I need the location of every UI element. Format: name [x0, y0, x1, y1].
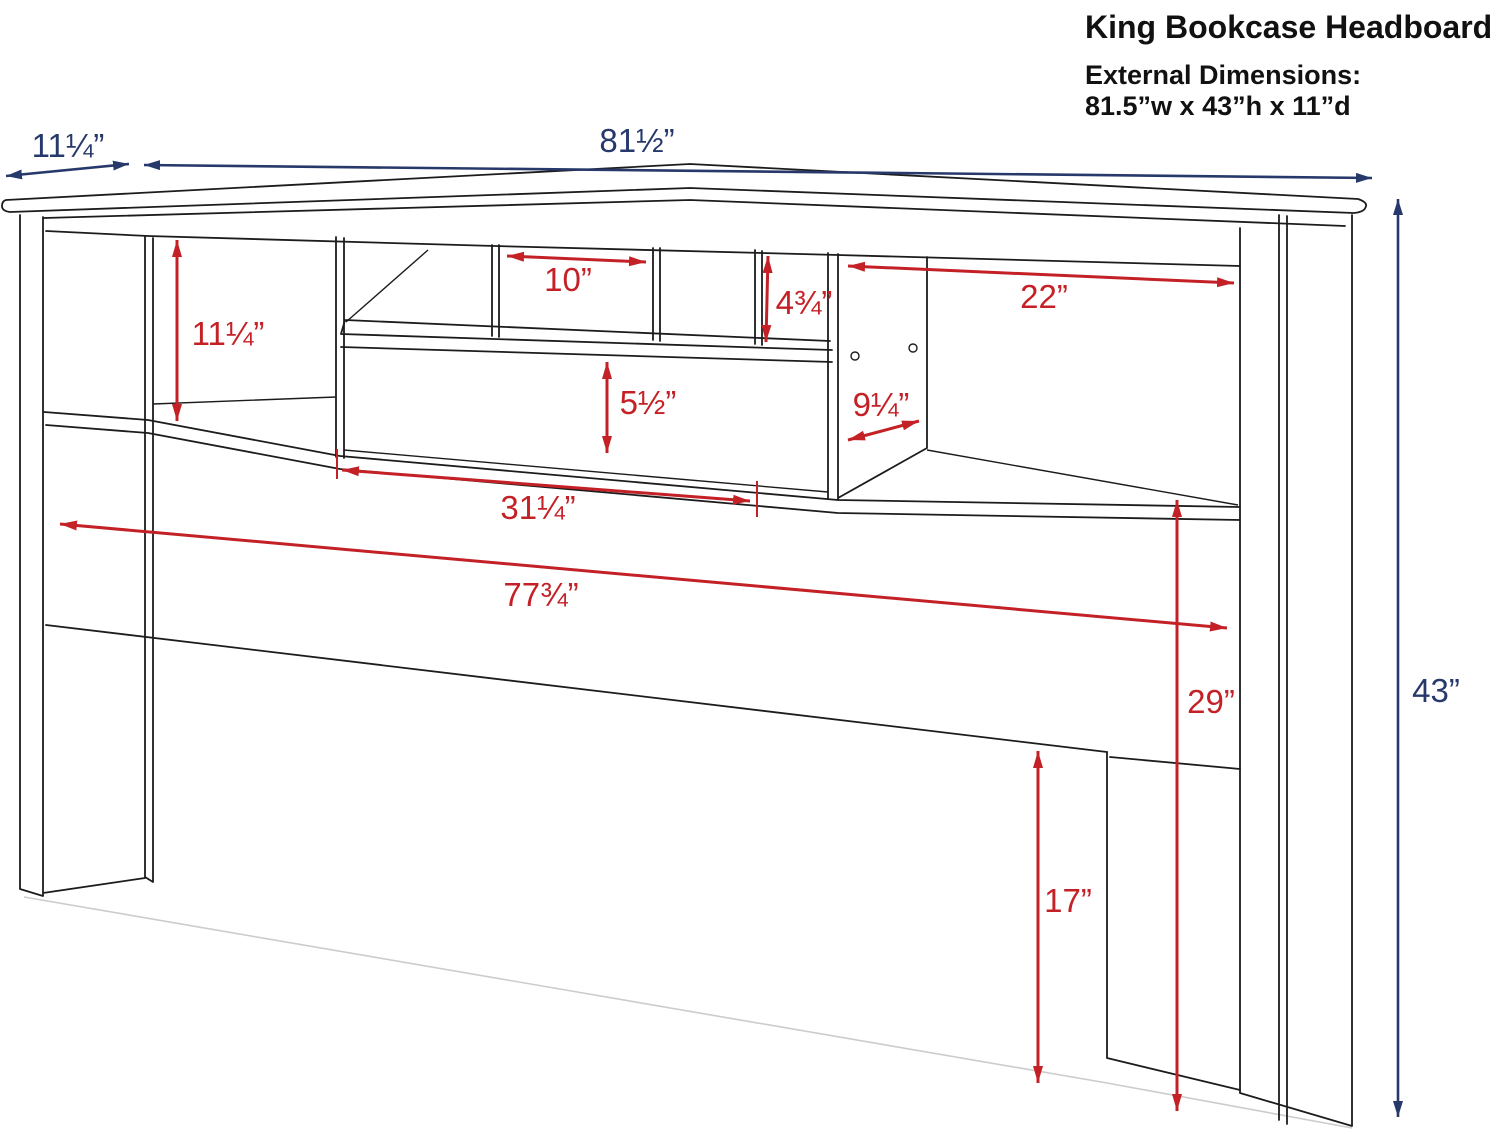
- dim-panel-height: 29”: [1172, 500, 1235, 1111]
- page-title: King Bookcase Headboard: [1085, 9, 1492, 45]
- external-dimensions-heading: External Dimensions:: [1085, 60, 1361, 90]
- dim-small-cubby-width-arrow: [506, 251, 647, 267]
- dim-leg-opening-height-label: 17”: [1044, 882, 1092, 919]
- headboard-panel-bottom-edge: [45, 624, 1241, 770]
- divider-5: [827, 252, 928, 501]
- dim-small-cubby-height-label: 4¾”: [776, 284, 833, 321]
- dim-center-section-width-arrow: [341, 466, 751, 505]
- shelf-pin-holes: [850, 343, 918, 361]
- dim-panel-height-label: 29”: [1187, 683, 1235, 720]
- dim-divider-depth: 9¼”: [847, 386, 920, 442]
- dim-top-depth-label: 11¼”: [32, 127, 105, 164]
- floor-line: [23, 896, 1353, 1129]
- dim-overall-width: 81½”: [143, 122, 1373, 183]
- divider-1: [335, 236, 345, 459]
- dim-right-cubby-width-arrow: [847, 261, 1235, 288]
- dim-inner-width-arrow: [59, 520, 1228, 632]
- divider-3: [652, 247, 661, 342]
- dim-under-shelf-height: 5½”: [602, 362, 677, 453]
- dim-small-cubby-width: 10”: [506, 251, 647, 298]
- mid-shelf: [340, 319, 833, 363]
- dim-left-cubby-height-label: 11¼”: [192, 315, 265, 352]
- dim-under-shelf-height-label: 5½”: [620, 384, 677, 421]
- divider-2: [491, 244, 500, 338]
- dim-center-section-ticks: [336, 449, 758, 517]
- dim-small-cubby-width-label: 10”: [544, 261, 592, 298]
- dim-small-cubby-height: 4¾”: [761, 255, 833, 343]
- dim-inner-width: 77¾”: [59, 520, 1228, 632]
- dim-overall-height-label: 43”: [1412, 672, 1460, 709]
- right-inner-leg: [1106, 751, 1241, 1091]
- right-side-panel: [1239, 214, 1353, 1127]
- dim-overall-height: 43”: [1393, 199, 1460, 1117]
- headboard-drawing: [1, 163, 1367, 1129]
- external-dimensions-value: 81.5”w x 43”h x 11”d: [1085, 91, 1351, 121]
- dim-right-cubby-width: 22”: [847, 261, 1235, 315]
- dim-top-depth: 11¼”: [5, 127, 130, 180]
- dim-divider-depth-arrow: [847, 419, 920, 442]
- header-block: King Bookcase Headboard External Dimensi…: [1085, 9, 1492, 121]
- dim-leg-opening-height: 17”: [1033, 751, 1092, 1083]
- cubby-top-line: [45, 230, 1241, 267]
- dim-left-cubby-height: 11¼”: [172, 240, 265, 421]
- top-board: [1, 163, 1367, 214]
- dim-right-cubby-width-label: 22”: [1020, 278, 1068, 315]
- dim-center-section-width-label: 31¼”: [500, 489, 575, 526]
- dim-small-cubby-height-arrow: [761, 255, 773, 343]
- dim-center-section-width: 31¼”: [336, 449, 758, 526]
- hutch-bottom-shelf: [43, 411, 1241, 521]
- left-leg: [19, 214, 146, 897]
- dim-inner-width-label: 77¾”: [503, 576, 578, 613]
- top-board-underside: [43, 199, 1346, 227]
- dim-overall-width-arrow: [143, 160, 1373, 183]
- dim-overall-width-label: 81½”: [599, 122, 674, 159]
- divider-4: [754, 249, 763, 346]
- cubby-floor-lines: [152, 249, 1239, 506]
- dim-divider-depth-label: 9¼”: [853, 386, 910, 423]
- inner-left-leg: [144, 236, 154, 883]
- dim-top-depth-arrow: [5, 160, 130, 180]
